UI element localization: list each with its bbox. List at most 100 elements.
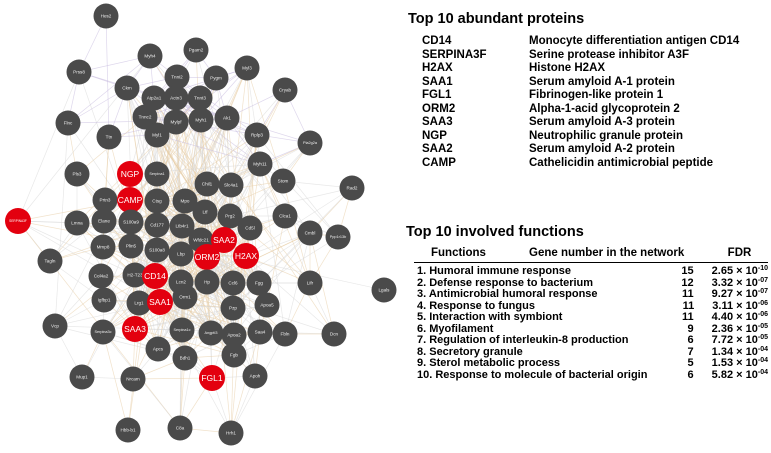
network-node[interactable]: Plin5 — [118, 233, 144, 259]
network-node[interactable]: Ppp1r13b — [325, 224, 351, 250]
network-node[interactable]: Angptl3 — [198, 320, 224, 346]
network-node[interactable]: FGL1 — [199, 365, 225, 391]
network-node[interactable]: Chil1 — [194, 171, 220, 197]
network-edge — [246, 67, 286, 335]
network-node[interactable]: Pzp — [220, 295, 246, 321]
network-node[interactable]: Lifr — [297, 270, 323, 296]
network-node[interactable]: Atp2a1 — [141, 85, 167, 111]
network-node[interactable]: SAA2 — [211, 227, 237, 253]
node-circle — [142, 263, 168, 289]
network-node[interactable]: CAMP — [117, 187, 143, 213]
network-node[interactable]: CD14 — [142, 263, 168, 289]
node-label: Ppp1r13b — [330, 235, 346, 239]
network-node[interactable]: Apoh — [242, 363, 268, 389]
network-node[interactable]: Ckm — [114, 75, 140, 101]
network-node[interactable]: Clca1 — [272, 203, 298, 229]
network-node[interactable]: Mpo — [172, 188, 198, 214]
network-node[interactable]: Pla2g2a — [297, 130, 323, 156]
network-node[interactable]: Dcn — [321, 321, 347, 347]
network-node[interactable]: Apoa2 — [221, 322, 247, 348]
network-node[interactable]: Orm1 — [172, 284, 198, 310]
network-node[interactable]: Lrg1 — [126, 290, 152, 316]
node-label: Dcn — [330, 332, 339, 337]
network-node[interactable]: Rad2 — [339, 175, 365, 201]
network-node[interactable]: Cd177 — [144, 212, 170, 238]
network-node[interactable]: Flnc — [55, 110, 81, 136]
network-node[interactable]: Serpina3c — [90, 319, 116, 345]
network-node[interactable]: Cmbl — [297, 220, 323, 246]
network-node[interactable]: Tnnt3 — [187, 85, 213, 111]
network-node[interactable]: SERPINA3F — [5, 208, 31, 234]
network-node[interactable]: Hbb-b1 — [115, 417, 141, 443]
network-node[interactable]: Mylpf — [163, 109, 189, 135]
network-node[interactable]: Ltf — [192, 199, 218, 225]
network-node[interactable]: Ccl6 — [220, 270, 246, 296]
node-circle — [183, 37, 209, 63]
network-node[interactable]: Tagln — [37, 248, 63, 274]
network-node[interactable]: Hp — [194, 269, 220, 295]
network-node[interactable]: Myl1 — [144, 122, 170, 148]
network-node[interactable]: Elane — [91, 208, 117, 234]
network-node[interactable]: Actn3 — [163, 85, 189, 111]
network-node[interactable]: Serpina1c — [169, 317, 195, 343]
network-node[interactable]: Ttn — [96, 124, 122, 150]
network-node[interactable]: Apcs — [145, 336, 171, 362]
network-node[interactable]: Myh11 — [247, 151, 273, 177]
network-node[interactable]: Myl3 — [234, 55, 260, 81]
network-node[interactable]: Prss8 — [66, 59, 92, 85]
network-node[interactable]: Pgam2 — [183, 37, 209, 63]
network-node[interactable]: Serpina1 — [144, 161, 170, 187]
network-node[interactable]: Prg2 — [217, 203, 243, 229]
network-node[interactable]: Lbp — [168, 241, 194, 267]
network-node[interactable]: S100a8 — [144, 237, 170, 263]
network-node[interactable]: Lmna — [64, 210, 90, 236]
network-node[interactable]: Saa4 — [247, 319, 273, 345]
network-node[interactable]: Mup1 — [69, 364, 95, 390]
fdr-value: 2.65 × 10-10 — [711, 265, 768, 277]
gene-count: 7 — [687, 345, 694, 358]
node-circle — [69, 364, 95, 390]
network-node[interactable]: Apoa5 — [254, 292, 280, 318]
network-node[interactable]: Cryab — [272, 77, 298, 103]
network-node[interactable]: Vcp — [42, 313, 68, 339]
network-node[interactable]: NGP — [117, 161, 143, 187]
network-node[interactable]: Col4a2 — [88, 263, 114, 289]
fdr-value: 7.72 × 10-05 — [711, 334, 768, 346]
network-node[interactable]: Pygm — [203, 65, 229, 91]
node-label: Cd5l — [245, 226, 254, 231]
network-node[interactable]: Ctsg — [144, 188, 170, 214]
network-node[interactable]: Igfbp1 — [91, 287, 117, 313]
network-node[interactable]: Myh1 — [188, 107, 214, 133]
network-node[interactable]: Hes2 — [93, 3, 119, 29]
network-node[interactable]: ORM2 — [194, 244, 220, 270]
network-node[interactable]: C8a — [167, 415, 193, 441]
network-edge — [284, 232, 311, 335]
network-node[interactable]: Ak1 — [214, 105, 240, 131]
network-node[interactable]: Fbln — [272, 321, 298, 347]
network-node[interactable]: Myh4 — [137, 43, 163, 69]
network-node[interactable]: Slc4a1 — [218, 172, 244, 198]
network-node[interactable]: H2-T23 — [122, 262, 148, 288]
network-node[interactable]: S100a9 — [118, 209, 144, 235]
network-node[interactable]: Fgb — [221, 342, 247, 368]
node-label: Bdh1 — [180, 356, 191, 361]
network-node[interactable]: Lgals — [371, 277, 397, 303]
network-node[interactable]: Rplp3 — [244, 122, 270, 148]
network-node[interactable]: Hrh1 — [218, 420, 244, 446]
network-node[interactable]: Mmp8 — [90, 234, 116, 260]
network-node[interactable]: Cd5l — [237, 215, 263, 241]
network-node[interactable]: Tnni2 — [164, 64, 190, 90]
gene-count: 5 — [687, 357, 694, 369]
network-node[interactable]: Fgg — [246, 270, 272, 296]
network-node[interactable]: Bdh1 — [172, 345, 198, 371]
network-node[interactable]: Tnnc2 — [132, 104, 158, 130]
network-node[interactable]: Stom — [270, 168, 296, 194]
network-node[interactable]: Pls3 — [64, 161, 90, 187]
network-node[interactable]: Ltb4r1 — [169, 213, 195, 239]
network-node[interactable]: Prtn3 — [92, 187, 118, 213]
network-node[interactable]: Nrcam — [120, 366, 146, 392]
network-node[interactable]: SAA1 — [147, 289, 173, 315]
network-node[interactable]: H2AX — [233, 243, 259, 269]
node-label: Angptl3 — [205, 331, 218, 335]
network-node[interactable]: SAA3 — [122, 316, 148, 342]
